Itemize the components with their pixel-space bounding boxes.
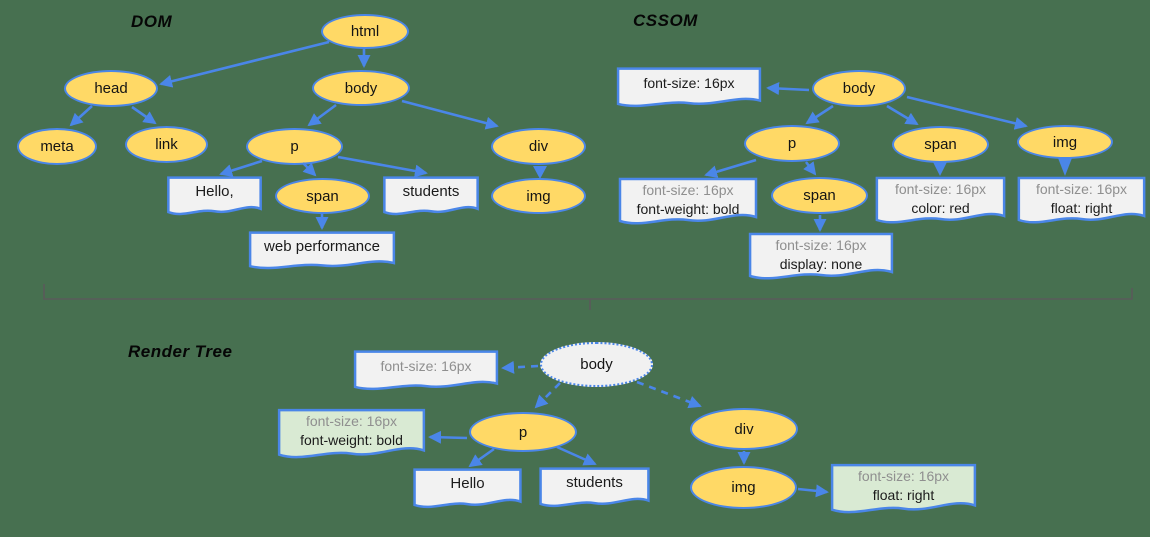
render-node-p: p	[469, 412, 577, 452]
document-shape	[248, 231, 396, 271]
edge-dom-head-link	[131, 105, 157, 125]
edge-cssom-p-span	[803, 161, 817, 176]
render-style-box-img: font-size: 16px float: right	[830, 463, 977, 516]
cssom-rule-box-span-in-p: font-size: 16px display: none	[748, 232, 894, 282]
edge-render-p-stylebox	[428, 430, 468, 444]
edge-dom-html-head	[159, 40, 330, 88]
dom-node-span: span	[275, 178, 370, 214]
edge-render-img-stylebox	[797, 484, 829, 498]
edge-cssom-p-rulebox	[704, 158, 757, 179]
document-shape	[383, 176, 479, 217]
dom-node-body: body	[312, 70, 410, 106]
edge-cssom-body-img	[906, 95, 1028, 130]
cssom-node-span-in-p: span	[771, 177, 868, 214]
edge-cssom-span-rulebox	[933, 162, 947, 176]
cssom-rule-box-span: font-size: 16px color: red	[875, 176, 1006, 226]
dom-node-link: link	[125, 126, 208, 163]
edge-dom-p-students	[337, 155, 428, 178]
render-tree-section-title: Render Tree	[128, 342, 233, 361]
dom-node-head: head	[64, 70, 158, 107]
document-shape	[167, 176, 262, 217]
dom-textnode-web-performance: web performance	[248, 231, 396, 271]
cssom-rule-box-img: font-size: 16px float: right	[1017, 176, 1146, 226]
edge-render-body-stylebox	[501, 360, 539, 374]
dom-cssom-to-render-divider	[43, 284, 1133, 310]
document-shape	[618, 177, 758, 227]
render-style-box-body: font-size: 16px	[353, 350, 499, 392]
cssom-node-p: p	[744, 125, 840, 162]
cssom-node-body: body	[812, 70, 906, 107]
document-shape	[748, 232, 894, 282]
cssom-rule-box-p: font-size: 16px font-weight: bold	[618, 177, 758, 227]
dom-node-p: p	[246, 128, 343, 165]
dom-node-img: img	[491, 178, 586, 214]
edge-dom-body-p	[307, 103, 337, 127]
edge-cssom-body-span	[886, 104, 919, 126]
render-node-body: body	[540, 342, 653, 387]
dom-section-title: DOM	[131, 12, 173, 31]
render-node-div: div	[690, 408, 798, 450]
document-shape	[875, 176, 1006, 226]
edge-cssom-img-rulebox	[1058, 158, 1072, 176]
edge-cssom-body-p	[805, 104, 834, 125]
dom-node-div: div	[491, 128, 586, 165]
edge-render-body-div	[636, 380, 702, 409]
dom-textnode-students: students	[383, 176, 479, 217]
edge-dom-p-hello	[219, 159, 263, 177]
render-style-box-p: font-size: 16px font-weight: bold	[277, 408, 426, 461]
document-shape	[616, 67, 762, 109]
document-shape	[353, 350, 499, 392]
edge-render-p-hello	[468, 447, 495, 468]
document-shape	[277, 408, 426, 461]
document-shape	[830, 463, 977, 516]
document-shape	[1017, 176, 1146, 226]
cssom-rule-box-body: font-size: 16px	[616, 67, 762, 109]
document-shape	[539, 467, 650, 509]
dom-node-html: html	[321, 14, 409, 49]
render-textnode-students: students	[539, 467, 650, 509]
render-textnode-hello: Hello	[413, 468, 522, 510]
edge-dom-body-div	[401, 99, 499, 130]
dom-textnode-hello: Hello,	[167, 176, 262, 217]
dom-node-meta: meta	[17, 128, 97, 165]
cssom-node-span: span	[892, 126, 989, 163]
edge-dom-head-meta	[69, 105, 93, 127]
document-shape	[413, 468, 522, 510]
cssom-section-title: CSSOM	[633, 11, 698, 30]
edge-render-body-p	[534, 382, 561, 409]
cssom-node-img: img	[1017, 125, 1113, 159]
edge-dom-p-span	[302, 162, 317, 177]
edge-render-p-students	[556, 445, 597, 466]
render-node-img: img	[690, 466, 797, 509]
edge-cssom-body-rulebox	[766, 82, 810, 96]
